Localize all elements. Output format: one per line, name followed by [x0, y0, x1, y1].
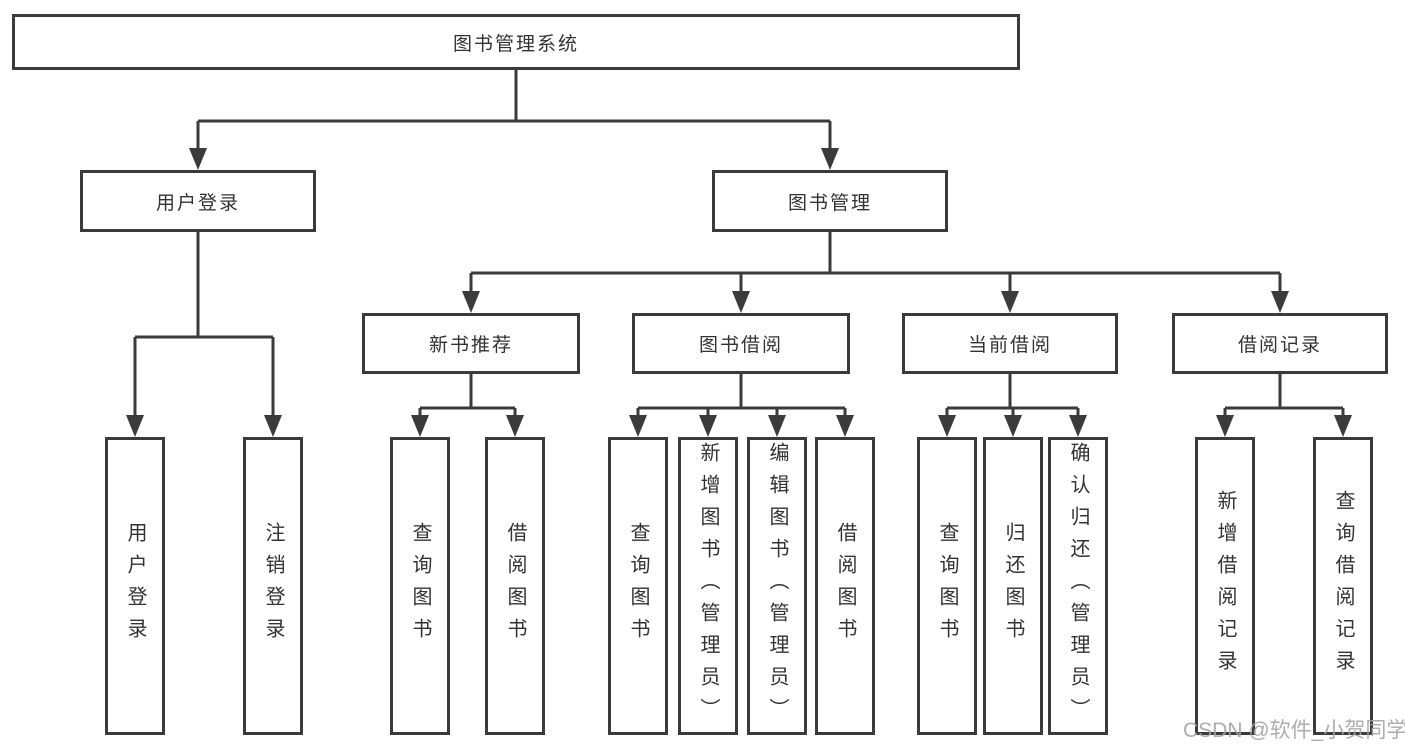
node-book-borrow: 图书借阅 [632, 313, 850, 374]
leaf-logout-label: 注销登录 [262, 522, 284, 650]
node-root: 图书管理系统 [12, 14, 1020, 70]
node-current-borrow-label: 当前借阅 [967, 335, 1052, 356]
leaf-borrow-books-label: 借阅图书 [834, 522, 856, 650]
leaf-recommend-query-books-label: 查询图书 [409, 522, 431, 650]
node-user-login-label: 用户登录 [155, 192, 240, 214]
leaf-current-query-books-label: 查询图书 [936, 522, 958, 650]
leaf-add-books-admin-label: 新增图书（管理员） [697, 442, 719, 730]
node-current-borrow: 当前借阅 [902, 313, 1118, 374]
csdn-watermark: CSDN @软件_小贺同学 [1183, 719, 1405, 742]
leaf-user-login: 用户登录 [105, 437, 165, 735]
leaf-add-books-admin: 新增图书（管理员） [678, 437, 738, 735]
leaf-recommend-borrow-books: 借阅图书 [485, 437, 545, 735]
leaf-logout: 注销登录 [243, 437, 303, 735]
leaf-add-borrow-record: 新增借阅记录 [1195, 437, 1255, 735]
leaf-return-books-label: 归还图书 [1002, 522, 1024, 650]
arrowheads [126, 148, 1352, 437]
node-user-login: 用户登录 [80, 170, 316, 232]
node-book-management: 图书管理 [712, 170, 948, 232]
leaf-borrow-books: 借阅图书 [815, 437, 875, 735]
node-new-book-recommend-label: 新书推荐 [428, 335, 513, 356]
node-book-management-label: 图书管理 [787, 192, 872, 214]
leaf-confirm-return-admin-label: 确认归还（管理员） [1067, 442, 1089, 730]
leaf-recommend-borrow-books-label: 借阅图书 [504, 522, 526, 650]
leaf-user-login-label: 用户登录 [124, 522, 146, 650]
leaf-borrow-query-books-label: 查询图书 [627, 522, 649, 650]
leaf-query-borrow-record: 查询借阅记录 [1313, 437, 1373, 735]
leaf-edit-books-admin-label: 编辑图书（管理员） [766, 442, 788, 730]
leaf-return-books: 归还图书 [983, 437, 1043, 735]
leaf-confirm-return-admin: 确认归还（管理员） [1048, 437, 1108, 735]
leaf-query-borrow-record-label: 查询借阅记录 [1332, 490, 1354, 682]
node-new-book-recommend: 新书推荐 [362, 313, 580, 374]
node-borrow-records: 借阅记录 [1172, 313, 1388, 374]
leaf-edit-books-admin: 编辑图书（管理员） [747, 437, 807, 735]
node-root-label: 图书管理系统 [452, 33, 579, 55]
leaf-current-query-books: 查询图书 [917, 437, 977, 735]
leaf-recommend-query-books: 查询图书 [390, 437, 450, 735]
leaf-add-borrow-record-label: 新增借阅记录 [1214, 490, 1236, 682]
node-borrow-records-label: 借阅记录 [1237, 335, 1322, 356]
leaf-borrow-query-books: 查询图书 [608, 437, 668, 735]
node-book-borrow-label: 图书借阅 [698, 335, 783, 356]
